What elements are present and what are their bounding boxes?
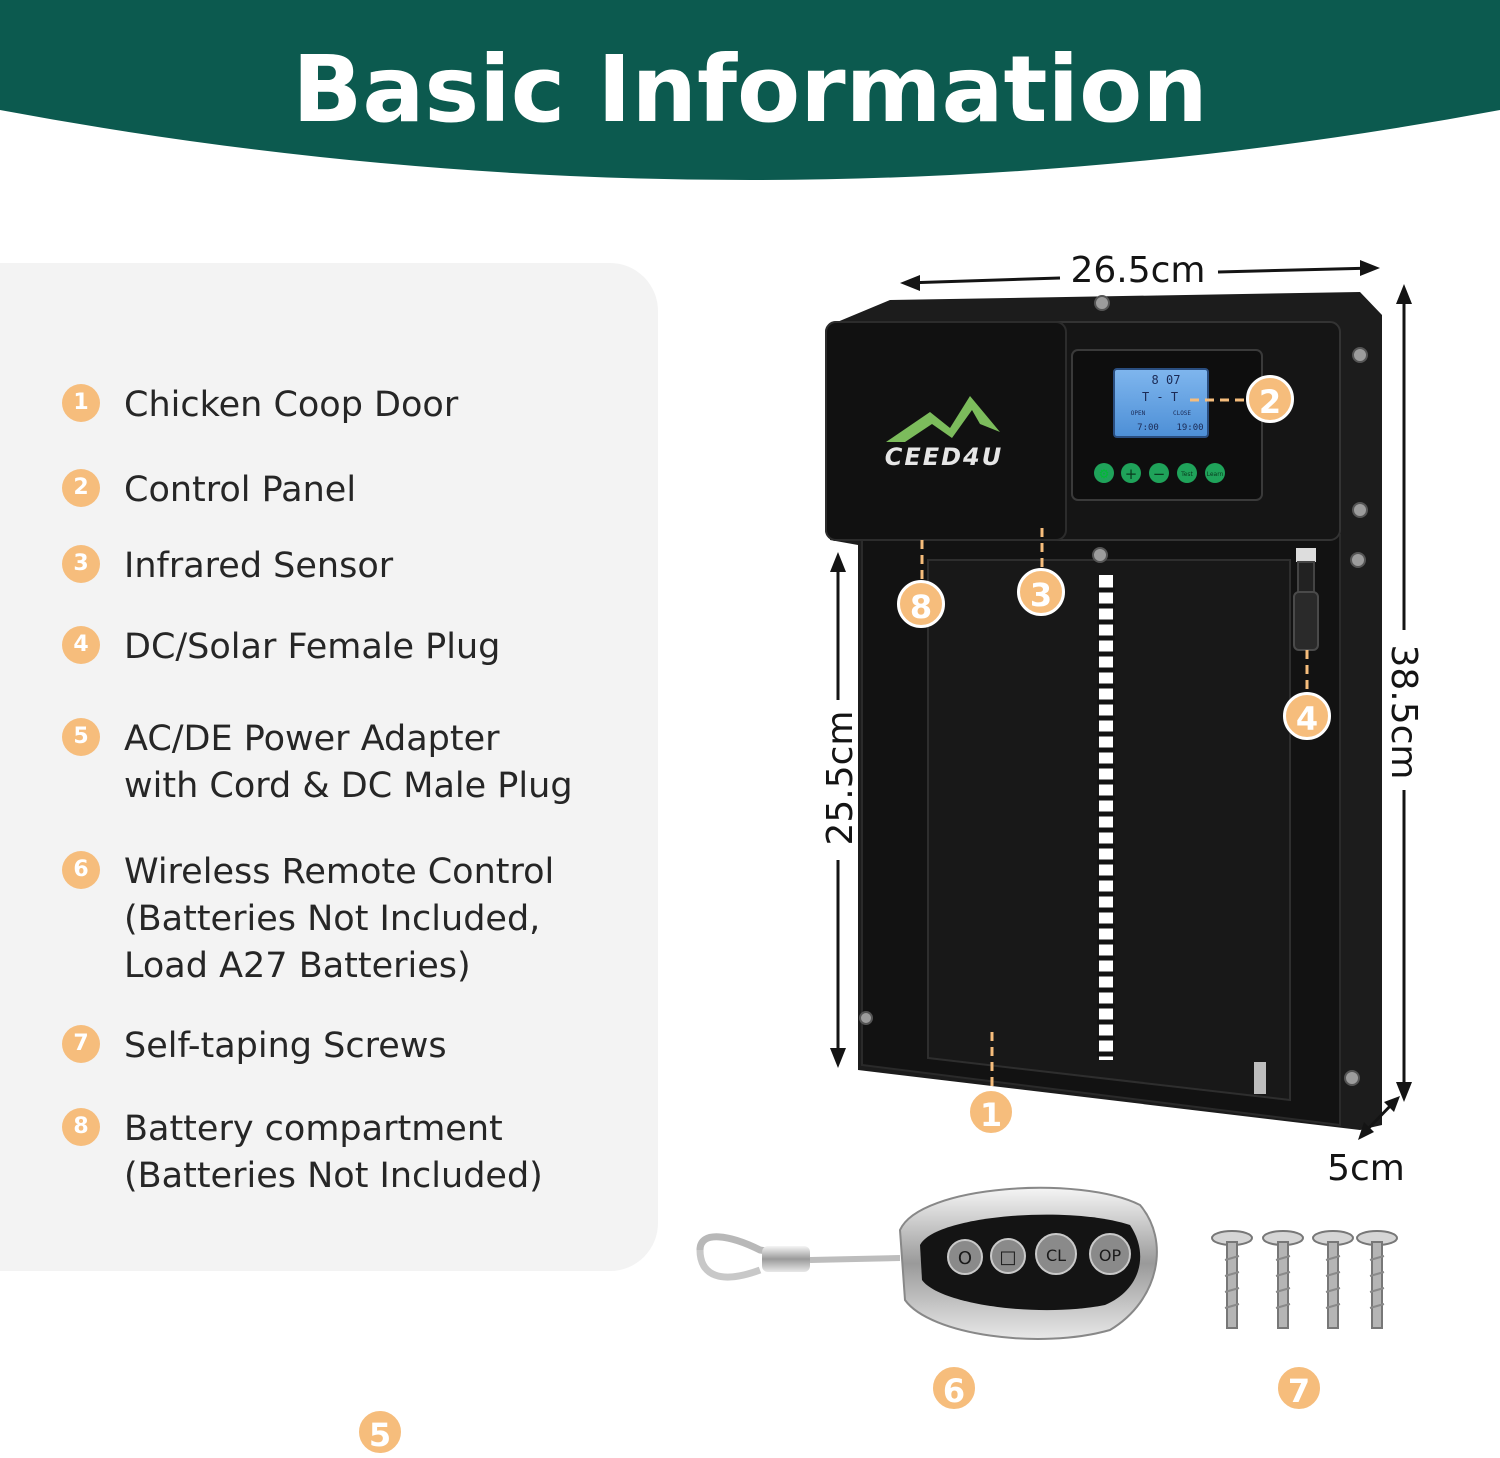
lcd-display: 8 07 T - T OPEN CLOSE 7:00 19:00 (1113, 368, 1209, 438)
legend-badge: 4 (62, 626, 100, 664)
legend-text: Chicken Coop Door (124, 385, 459, 425)
door-height-label: 25.5cm (820, 710, 861, 845)
legend-panel (0, 263, 658, 1271)
dc-female-plug (1293, 548, 1319, 651)
legend-text: Battery compartment (Batteries Not Inclu… (124, 1109, 543, 1196)
legend-text: Infrared Sensor (124, 546, 394, 586)
callout-control-panel: 2 (1246, 375, 1294, 423)
legend-badge: 7 (62, 1025, 100, 1063)
settings-button-icon: ⚙ (1099, 467, 1110, 481)
legend-badge: 3 (62, 545, 100, 583)
lcd-line-1: 8 07 (1152, 373, 1181, 387)
callout-coop-door: 1 (967, 1088, 1015, 1136)
minus-button-label: − (1153, 465, 1166, 483)
lcd-open-label: OPEN (1131, 410, 1146, 417)
led-strip (1097, 575, 1115, 1060)
depth-label: 5cm (1327, 1148, 1405, 1189)
legend-item-dc-solar-plug: 4 DC/Solar Female Plug (62, 624, 500, 671)
learn-button-label: Learn (1207, 471, 1224, 478)
brand-logo: CEED4U (885, 396, 1004, 471)
legend-item-chicken-coop-door: 1 Chicken Coop Door (62, 382, 458, 429)
callout-dc-plug: 4 (1283, 692, 1331, 740)
legend-item-power-adapter: 5 AC/DE Power Adapter with Cord & DC Mal… (62, 716, 573, 810)
height-dimension: 38.5cm (1383, 284, 1424, 1102)
door-height-dimension: 25.5cm (820, 552, 861, 1068)
lcd-close-time: 19:00 (1176, 423, 1203, 433)
callout-power-adapter: 5 (356, 1408, 404, 1456)
control-buttons: ⚙ + − Test Learn (1094, 463, 1225, 483)
legend-text: Wireless Remote Control (Batteries Not I… (124, 852, 555, 986)
legend-item-control-panel: 2 Control Panel (62, 467, 356, 514)
page-title: Basic Information (292, 36, 1208, 143)
product-illustration: 26.5cm (696, 250, 1424, 1340)
callout-screws: 7 (1275, 1364, 1323, 1412)
lcd-open-time: 7:00 (1137, 423, 1159, 433)
legend-badge: 5 (62, 718, 100, 756)
remote-control: O □ CL OP (696, 1186, 1158, 1340)
depth-dimension: 5cm (1327, 1096, 1405, 1189)
callout-infrared-sensor: 3 (1017, 568, 1065, 616)
legend-item-remote-control: 6 Wireless Remote Control (Batteries Not… (62, 849, 554, 990)
width-dimension: 26.5cm (900, 250, 1380, 291)
legend-text: AC/DE Power Adapter with Cord & DC Male … (124, 719, 573, 806)
legend-text: Self-taping Screws (124, 1026, 447, 1066)
callout-remote-control: 6 (930, 1364, 978, 1412)
legend-badge: 1 (62, 384, 100, 422)
legend-item-infrared-sensor: 3 Infrared Sensor (62, 543, 393, 590)
legend-item-battery-compartment: 8 Battery compartment (Batteries Not Inc… (62, 1106, 543, 1200)
legend-text: Control Panel (124, 470, 357, 510)
height-label: 38.5cm (1383, 644, 1424, 779)
callout-battery-compartment: 8 (897, 580, 945, 628)
remote-button-close: CL (1046, 1246, 1066, 1265)
width-label: 26.5cm (1070, 250, 1205, 291)
legend-item-screws: 7 Self-taping Screws (62, 1023, 447, 1070)
test-button-label: Test (1180, 471, 1193, 478)
legend-badge: 8 (62, 1108, 100, 1146)
legend-badge: 2 (62, 469, 100, 507)
header-banner (0, 0, 1500, 180)
brand-logo-text: CEED4U (885, 443, 1004, 471)
legend-badge: 6 (62, 851, 100, 889)
lcd-close-label: CLOSE (1173, 410, 1191, 417)
lcd-line-2: T - T (1142, 390, 1178, 404)
remote-button-open: OP (1099, 1246, 1122, 1265)
remote-button-square: □ (999, 1247, 1016, 1268)
remote-button-stop: O (958, 1248, 972, 1269)
self-tapping-screws (1211, 1230, 1398, 1329)
legend-text: DC/Solar Female Plug (124, 627, 501, 667)
plus-button-label: + (1125, 465, 1138, 483)
